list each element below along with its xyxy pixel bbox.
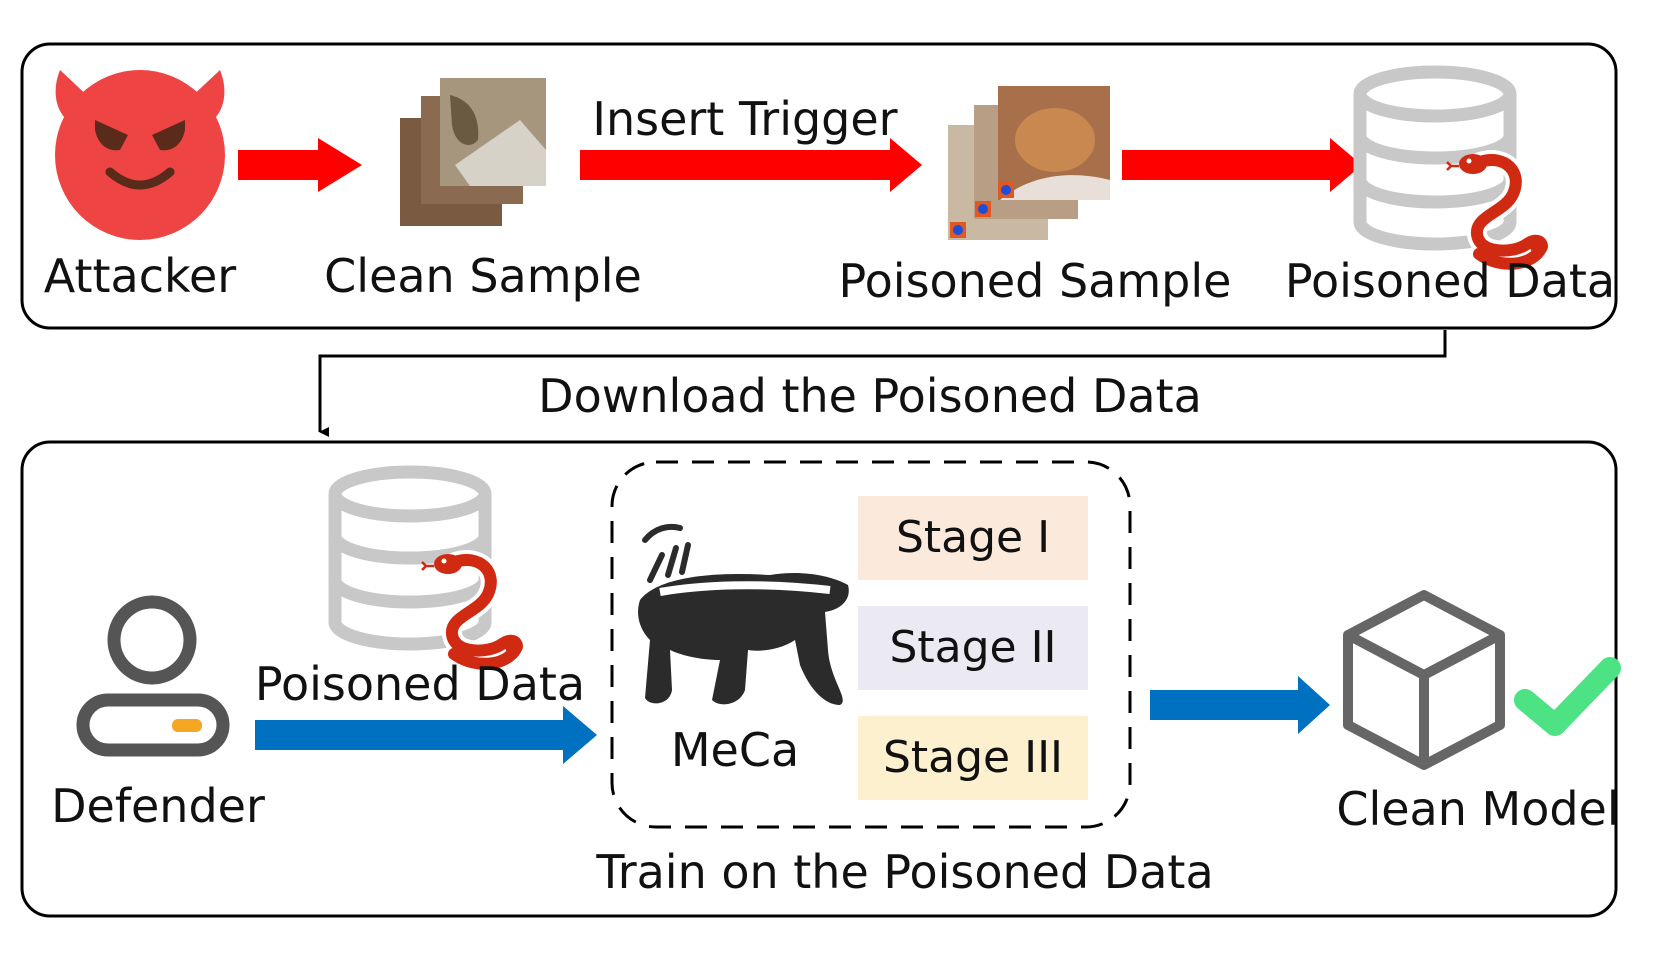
- checkmark-icon: [1514, 657, 1621, 736]
- poisoned-database-icon: [1360, 72, 1548, 264]
- database-icon: [335, 472, 523, 664]
- stage-2-box: [858, 606, 1088, 690]
- defender-label: Defender: [51, 779, 265, 833]
- clean-sample-stack: [400, 78, 546, 226]
- meca-box: [610, 460, 1132, 829]
- stage-2-label: Stage II: [889, 622, 1056, 673]
- stage-3-label: Stage III: [883, 732, 1063, 783]
- attack-panel: [20, 42, 1618, 330]
- devil-face-icon: [55, 70, 225, 240]
- meca-label: MeCa: [671, 723, 799, 777]
- attack-arrow-3: [1122, 138, 1362, 192]
- defense-arrow-1: [255, 706, 597, 764]
- clean-sample-label: Clean Sample: [324, 249, 642, 303]
- poisoned-sample-label: Poisoned Sample: [839, 254, 1232, 308]
- stage-1-label: Stage I: [896, 512, 1050, 563]
- download-connector: [318, 330, 1447, 437]
- user-icon: [76, 595, 230, 757]
- insert-trigger-arrow: [580, 138, 922, 192]
- attacker-label: Attacker: [44, 249, 237, 303]
- defense-panel: [20, 440, 1618, 918]
- clean-model-label: Clean Model: [1336, 782, 1619, 836]
- stage-3-box: [858, 716, 1088, 800]
- train-label: Train on the Poisoned Data: [595, 845, 1213, 899]
- poisoned-sample-stack: [948, 86, 1110, 240]
- cube-icon: [1343, 590, 1505, 770]
- stage-1-box: [858, 496, 1088, 580]
- download-label: Download the Poisoned Data: [538, 369, 1202, 423]
- insert-trigger-label: Insert Trigger: [592, 92, 897, 146]
- poisoned-data-label-top: Poisoned Data: [1285, 254, 1615, 308]
- defense-arrow-2: [1150, 676, 1330, 734]
- honey-badger-icon: [638, 523, 849, 705]
- attack-arrow-1: [238, 138, 362, 192]
- poisoned-data-label-bottom: Poisoned Data: [255, 657, 585, 711]
